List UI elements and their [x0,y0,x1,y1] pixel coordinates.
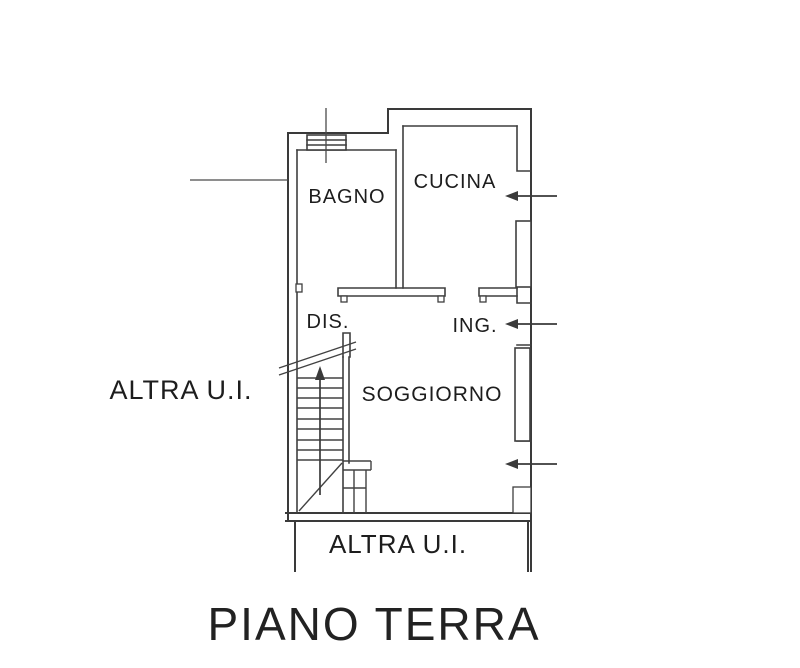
window-symbol-right-upper [515,220,532,288]
cucina-entry-arrow-icon [505,191,557,201]
room-label-bagno: BAGNO [308,186,385,208]
door-jamb [340,295,348,303]
room-label-dis: DIS. [307,311,350,333]
door-jamb [437,295,445,303]
adjacent-unit-label-left: ALTRA U.I. [109,375,252,405]
room-label-soggiorno: SOGGIORNO [362,383,503,406]
main-entrance-arrow-icon [505,319,557,329]
door-jamb [479,295,487,303]
soggiorno-entry-arrow-icon [505,459,557,469]
window-symbol-top [306,108,347,163]
right-wall-pier [512,486,532,514]
window-symbol-right-lower [514,347,531,442]
plan-title: PIANO TERRA [208,598,541,650]
adjacent-unit-label-bottom: ALTRA U.I. [329,529,467,559]
exterior-walls [285,108,532,572]
staircase [278,341,372,514]
room-label-ing: ING. [452,315,497,337]
interior-walls [295,125,518,358]
room-label-cucina: CUCINA [414,171,497,193]
door-jamb [295,283,303,293]
stair-direction-arrow-icon [315,366,325,495]
